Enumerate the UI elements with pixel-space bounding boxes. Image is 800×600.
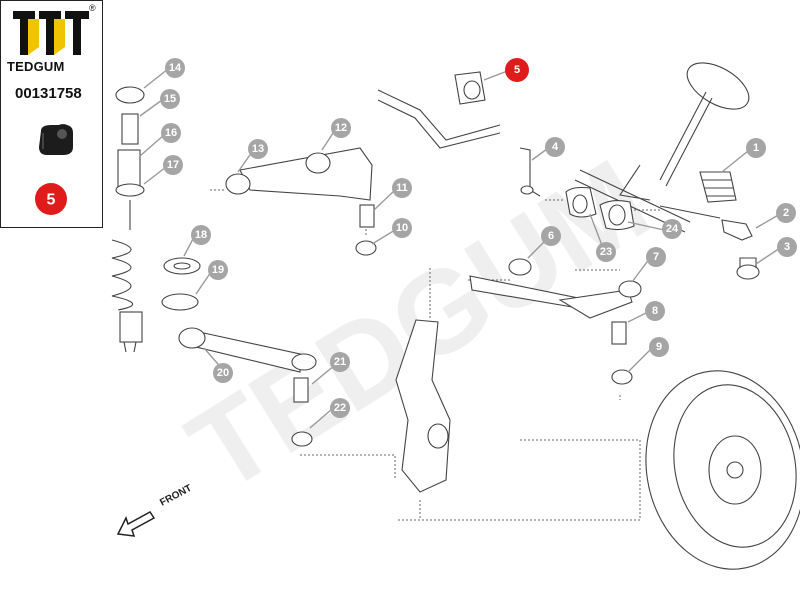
callout-1-number: 1 — [753, 142, 759, 154]
callout-16-marker — [161, 123, 181, 143]
callout-15-marker — [160, 89, 180, 109]
callout-14-number: 14 — [169, 62, 182, 74]
lower-ball-joint — [611, 321, 633, 385]
callout-3-number: 3 — [784, 241, 790, 253]
callout-20-marker — [213, 363, 233, 383]
callout-17-marker — [163, 155, 183, 175]
highlight-callout-number: 5 — [47, 192, 56, 209]
highlight-callout-badge: 5 — [35, 183, 67, 215]
brand-name: TEDGUM — [7, 59, 65, 74]
callout-3-marker — [777, 237, 797, 257]
callout-21-number: 21 — [334, 356, 346, 368]
callout-2-number: 2 — [783, 207, 789, 219]
callout-4-marker — [545, 137, 565, 157]
callout-16-number: 16 — [165, 127, 177, 139]
callout-5-highlighted: 5 — [505, 58, 529, 82]
callout-6-number: 6 — [548, 230, 554, 242]
callout-11-number: 11 — [396, 182, 408, 194]
callout-9-number: 9 — [656, 341, 662, 353]
callout-11-marker — [392, 178, 412, 198]
strut-bearings — [161, 257, 201, 311]
stabilizer-link — [519, 147, 541, 197]
callout-12-marker — [331, 118, 351, 138]
callout-17-number: 17 — [167, 159, 179, 171]
front-label: FRONT — [158, 483, 194, 509]
lower-control-arm — [469, 258, 642, 319]
callout-2-marker — [776, 203, 796, 223]
stabilizer-bushings — [565, 186, 635, 231]
callout-13-marker — [248, 139, 268, 159]
strut-assembly — [111, 86, 145, 353]
callout-7-number: 7 — [653, 251, 659, 263]
registered-mark: ® — [89, 3, 96, 13]
callout-10-marker — [392, 218, 412, 238]
callout-7-marker — [646, 247, 666, 267]
stabilizer-bar — [377, 71, 501, 149]
callout-12-number: 12 — [335, 122, 347, 134]
callout-23-number: 23 — [600, 246, 612, 258]
callout-leader-lines — [139, 68, 781, 429]
front-direction-indicator: FRONT — [116, 483, 194, 537]
callout-1-marker — [746, 138, 766, 158]
callout-10-number: 10 — [396, 222, 408, 234]
callout-23-marker — [596, 242, 616, 262]
callout-15-number: 15 — [164, 93, 176, 105]
tedgum-logo-icon — [9, 7, 95, 59]
callout-18-marker — [191, 225, 211, 245]
callout-18-number: 18 — [195, 229, 207, 241]
callout-22-marker — [330, 398, 350, 418]
callout-8-number: 8 — [652, 305, 658, 317]
callout-5-number: 5 — [514, 64, 520, 76]
part-info-panel: ® TEDGUM 00131758 5 — [0, 0, 103, 228]
callout-21-marker — [330, 352, 350, 372]
callout-19-marker — [208, 260, 228, 280]
steering-knuckle — [395, 319, 451, 493]
upper-control-arm — [225, 147, 377, 256]
wheel-tire — [645, 370, 800, 570]
callout-22-number: 22 — [334, 402, 346, 414]
callout-19-number: 19 — [212, 264, 224, 276]
callout-20-number: 20 — [217, 367, 229, 379]
bushing-product-image — [39, 124, 73, 155]
steering-boot-and-tie-rod — [699, 171, 760, 280]
callout-6-marker — [541, 226, 561, 246]
callout-13-number: 13 — [252, 143, 264, 155]
rear-link-arm — [178, 327, 317, 447]
callout-4-number: 4 — [552, 141, 559, 153]
callout-24-marker — [662, 219, 682, 239]
callout-8-marker — [645, 301, 665, 321]
callout-9-marker — [649, 337, 669, 357]
callout-14-marker — [165, 58, 185, 78]
part-number: 00131758 — [15, 85, 82, 102]
callout-24-number: 24 — [666, 223, 679, 235]
